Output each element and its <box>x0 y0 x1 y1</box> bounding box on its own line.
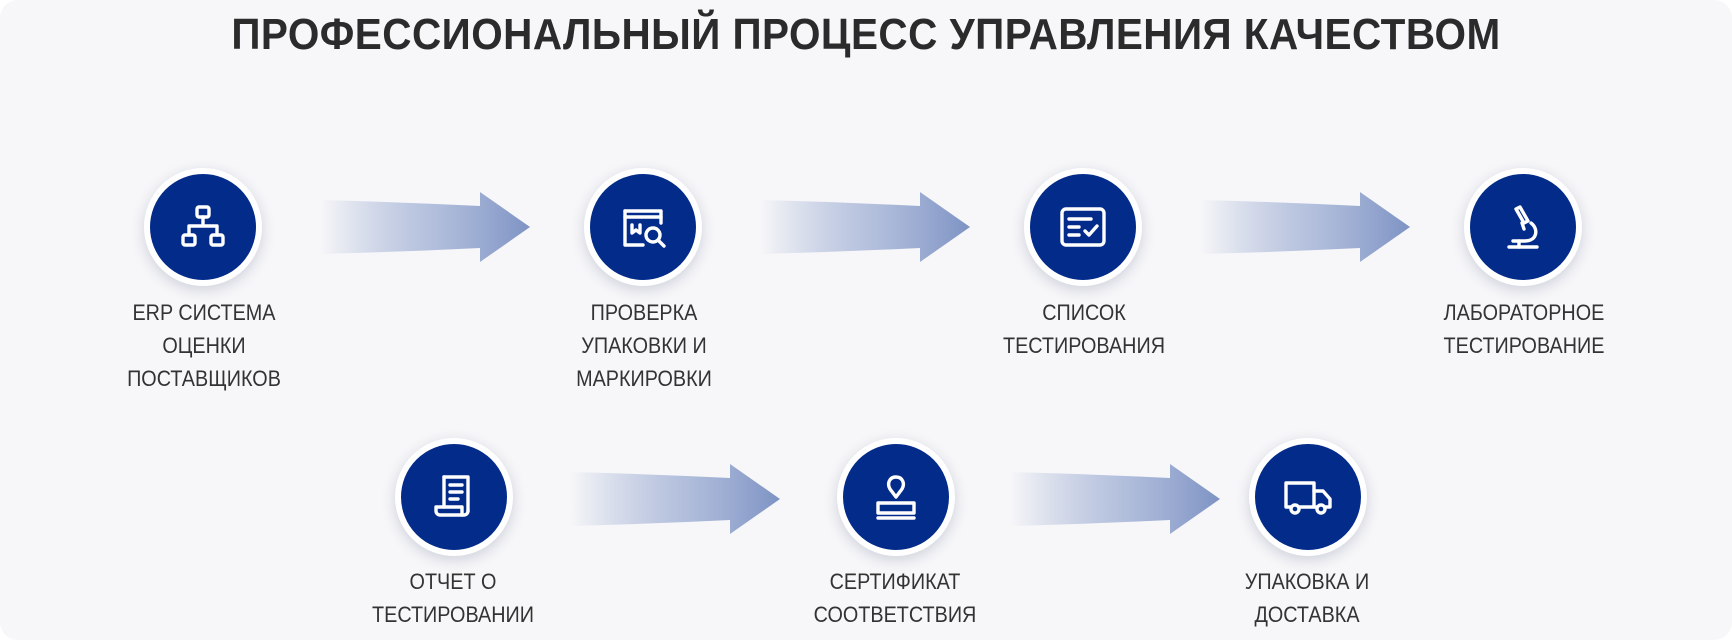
step-label-certificate: СЕРТИФИКАТ СООТВЕТСТВИЯ <box>813 569 977 627</box>
page-title: ПРОФЕССИОНАЛЬНЫЙ ПРОЦЕСС УПРАВЛЕНИЯ КАЧЕ… <box>231 10 1501 59</box>
report-document-icon <box>434 475 470 517</box>
step-node-test-report <box>395 438 513 556</box>
step-node-certificate <box>837 438 955 556</box>
package-inspection-icon <box>623 209 666 248</box>
flow-arrow-4 <box>570 464 780 534</box>
step-node-test-list <box>1024 168 1142 286</box>
step-label-test-report: ОТЧЕТ О ТЕСТИРОВАНИИ <box>372 569 534 627</box>
step-label-package-check: ПРОВЕРКА УПАКОВКИ И МАРКИРОВКИ <box>576 300 712 391</box>
truck-icon <box>1284 481 1332 515</box>
step-label-delivery: УПАКОВКА И ДОСТАВКА <box>1244 569 1370 627</box>
step-node-lab-testing <box>1464 168 1582 286</box>
flow-arrow-2 <box>760 192 970 262</box>
flow-arrow-1 <box>320 192 530 262</box>
step-node-erp <box>144 168 262 286</box>
hierarchy-icon <box>181 205 225 247</box>
stamp-icon <box>876 475 916 520</box>
flow-arrow-5 <box>1010 464 1220 534</box>
step-node-delivery <box>1249 438 1367 556</box>
step-label-test-list: СПИСОК ТЕСТИРОВАНИЯ <box>1002 300 1166 358</box>
step-node-package-check <box>584 168 702 286</box>
flow-arrow-3 <box>1200 192 1410 262</box>
microscope-icon <box>1507 205 1539 249</box>
step-label-erp: ERP СИСТЕМА ОЦЕНКИ ПОСТАВЩИКОВ <box>127 300 281 391</box>
checklist-icon <box>1060 207 1106 247</box>
step-label-lab-testing: ЛАБОРАТОРНОЕ ТЕСТИРОВАНИЕ <box>1443 300 1605 358</box>
